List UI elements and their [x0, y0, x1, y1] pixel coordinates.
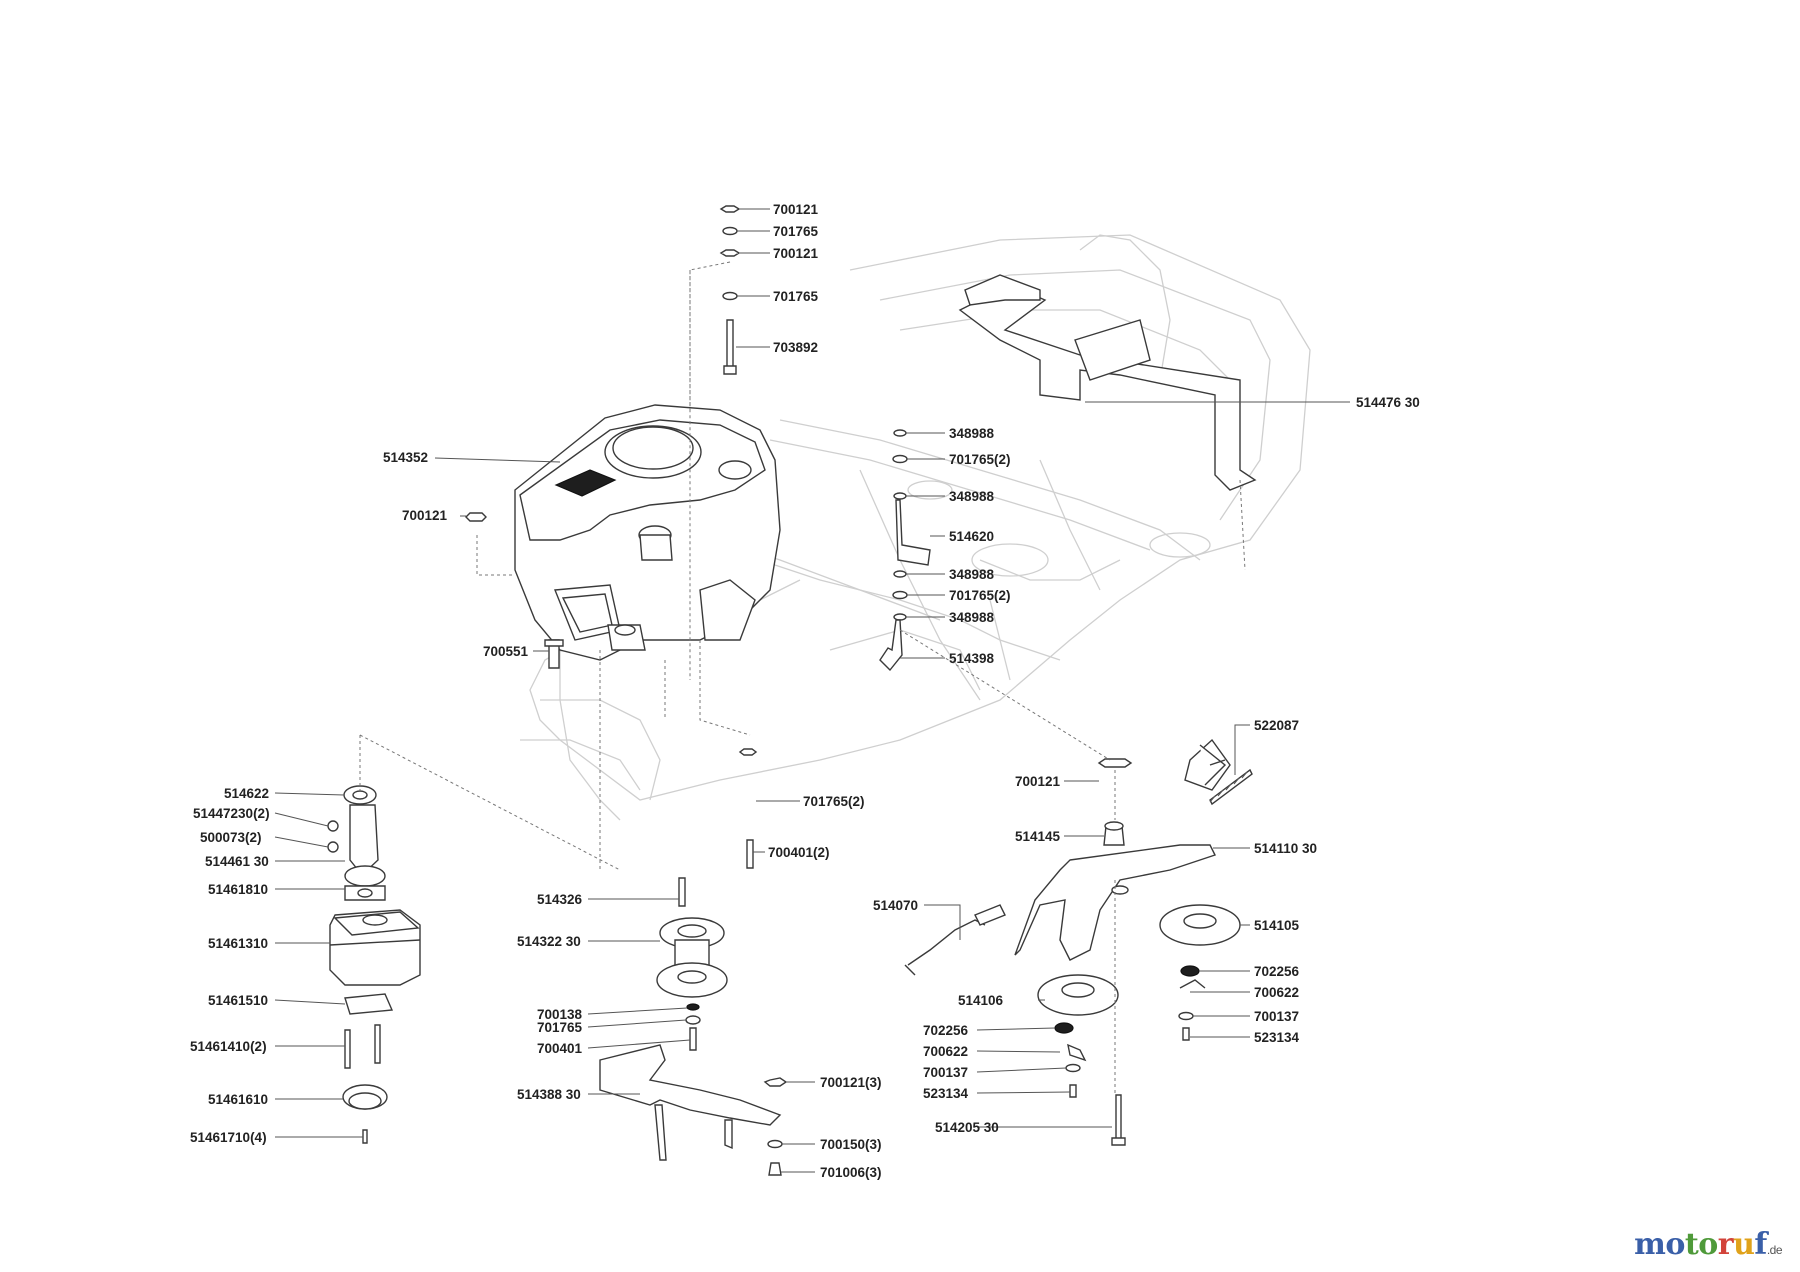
- label-703892: 703892: [773, 340, 818, 355]
- label-514205-30: 514205 30: [935, 1120, 999, 1135]
- label-514388-30: 514388 30: [517, 1087, 581, 1102]
- drive-pulley-assembly: [656, 748, 758, 1051]
- label-701765-2-b: 701765(2): [949, 588, 1011, 603]
- label-51447230-2: 51447230(2): [193, 806, 270, 821]
- label-514461-30: 514461 30: [205, 854, 269, 869]
- label-700121-3: 700121(3): [820, 1075, 882, 1090]
- label-514110-30: 514110 30: [1254, 841, 1317, 856]
- part-number-labels: 700121 701765 700121 701765 703892 51447…: [190, 202, 1420, 1180]
- label-514070: 514070: [873, 898, 918, 913]
- label-700551: 700551: [483, 644, 529, 659]
- label-702256-a: 702256: [1254, 964, 1300, 979]
- label-700622-a: 700622: [1254, 985, 1299, 1000]
- label-701765-top2: 701765: [773, 289, 819, 304]
- belt-tensioner-assembly: [904, 738, 1241, 1146]
- label-523134-b: 523134: [923, 1086, 969, 1101]
- label-701006-3: 701006(3): [820, 1165, 882, 1180]
- label-500073-2: 500073(2): [200, 830, 262, 845]
- label-514106: 514106: [958, 993, 1004, 1008]
- label-702256-b: 702256: [923, 1023, 969, 1038]
- label-700401-2: 700401(2): [768, 845, 830, 860]
- label-51461510: 51461510: [208, 993, 268, 1008]
- label-700401: 700401: [537, 1041, 583, 1056]
- engine-block: [514, 404, 781, 661]
- label-51461310: 51461310: [208, 936, 268, 951]
- label-514322-30: 514322 30: [517, 934, 581, 949]
- muffler-assembly: [327, 785, 421, 1144]
- pulley-mounting-plate: [599, 1044, 788, 1176]
- throttle-rods: [879, 429, 931, 672]
- label-701765-2-a: 701765(2): [949, 452, 1011, 467]
- label-51461410-2: 51461410(2): [190, 1039, 267, 1054]
- engine-mount-bracket: [958, 274, 1257, 491]
- engine-side-bolts: [465, 512, 564, 669]
- label-700137-a: 700137: [1254, 1009, 1299, 1024]
- label-701765-top1: 701765: [773, 224, 819, 239]
- engine-top-fasteners: [719, 205, 741, 375]
- label-700121-top2: 700121: [773, 246, 819, 261]
- label-348988-d: 348988: [949, 610, 995, 625]
- label-leader-lines: [274, 208, 1350, 1173]
- label-701765-2-c: 701765(2): [803, 794, 865, 809]
- label-700622-b: 700622: [923, 1044, 968, 1059]
- label-700150-3: 700150(3): [820, 1137, 882, 1152]
- label-348988-c: 348988: [949, 567, 995, 582]
- label-700121-right: 700121: [1015, 774, 1061, 789]
- label-348988-b: 348988: [949, 489, 995, 504]
- label-514105: 514105: [1254, 918, 1300, 933]
- label-514326: 514326: [537, 892, 583, 907]
- label-514398: 514398: [949, 651, 995, 666]
- label-700121-top1: 700121: [773, 202, 819, 217]
- label-700137-b: 700137: [923, 1065, 968, 1080]
- tension-spring: [1209, 768, 1253, 806]
- label-514352: 514352: [383, 450, 428, 465]
- label-514476-30: 514476 30: [1356, 395, 1420, 410]
- label-522087: 522087: [1254, 718, 1299, 733]
- assembly-guide-lines: [359, 261, 1246, 1095]
- label-51461810: 51461810: [208, 882, 268, 897]
- label-523134-a: 523134: [1254, 1030, 1300, 1045]
- label-51461610: 51461610: [208, 1092, 268, 1107]
- label-514145: 514145: [1015, 829, 1061, 844]
- label-701765-b: 701765: [537, 1020, 583, 1035]
- label-514622: 514622: [224, 786, 269, 801]
- label-700138: 700138: [537, 1007, 583, 1022]
- label-348988-a: 348988: [949, 426, 995, 441]
- label-700121-left: 700121: [402, 508, 448, 523]
- label-514620: 514620: [949, 529, 994, 544]
- motoruf-logo: motoruf.de: [1634, 1227, 1782, 1262]
- label-51461710-4: 51461710(4): [190, 1130, 267, 1145]
